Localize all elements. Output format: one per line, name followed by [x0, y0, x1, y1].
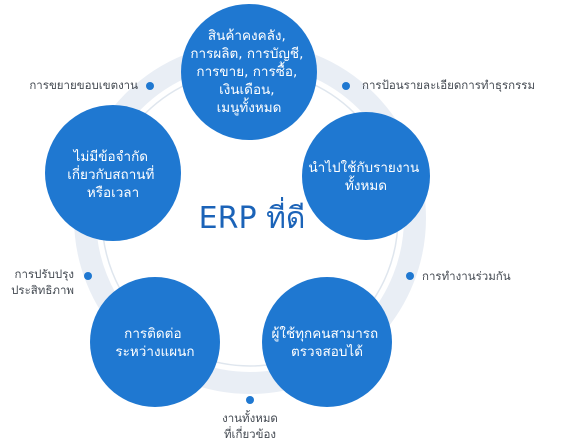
node-label-top: สินค้าคงคลัง, การผลิต, การบัญชี, การขาย,…: [190, 28, 307, 116]
node-circle-left: [45, 105, 181, 241]
node-label-bottom-right: ผู้ใช้ทุกคนสามารถ ตรวจสอบได้: [271, 325, 382, 360]
label-all-related-work-line1: งานทั้งหมด: [222, 411, 278, 425]
connector-dot-bottom: [246, 396, 254, 404]
label-efficiency-improvement-line2: ประสิทธิภาพ: [11, 283, 74, 297]
center-title: ERP ที่ดี: [199, 197, 306, 236]
label-transaction-entry: การป้อนรายละเอียดการทำธุรกรรม: [362, 78, 536, 92]
label-collaboration: การทำงานร่วมกัน: [422, 269, 511, 283]
label-scope-expansion: การขยายขอบเขตงาน: [29, 78, 138, 92]
label-efficiency-improvement-line1: การปรับปรุง: [14, 267, 74, 281]
connector-dot-left: [84, 272, 92, 280]
node-label-bottom-left: การติดต่อ ระหว่างแผนก: [115, 326, 194, 360]
node-label-left: ไม่มีข้อจำกัด เกี่ยวกับสถานที่ หรือเวลา: [67, 149, 158, 201]
node-circle-bottom-right: [262, 277, 392, 407]
connector-dot-top-left: [146, 82, 154, 90]
node-circle-top: [181, 4, 317, 140]
node-circle-right: [302, 112, 430, 240]
label-efficiency-improvement: การปรับปรุง ประสิทธิภาพ: [0, 266, 74, 298]
label-all-related-work: งานทั้งหมด ที่เกี่ยวข้อง: [205, 410, 295, 442]
connector-dot-right: [406, 272, 414, 280]
node-label-right: นำไปใช้กับรายงาน ทั้งหมด: [308, 159, 423, 194]
label-all-related-work-line2: ที่เกี่ยวข้อง: [223, 427, 277, 441]
node-circle-bottom-left: [90, 277, 220, 407]
connector-dot-top-right: [342, 82, 350, 90]
